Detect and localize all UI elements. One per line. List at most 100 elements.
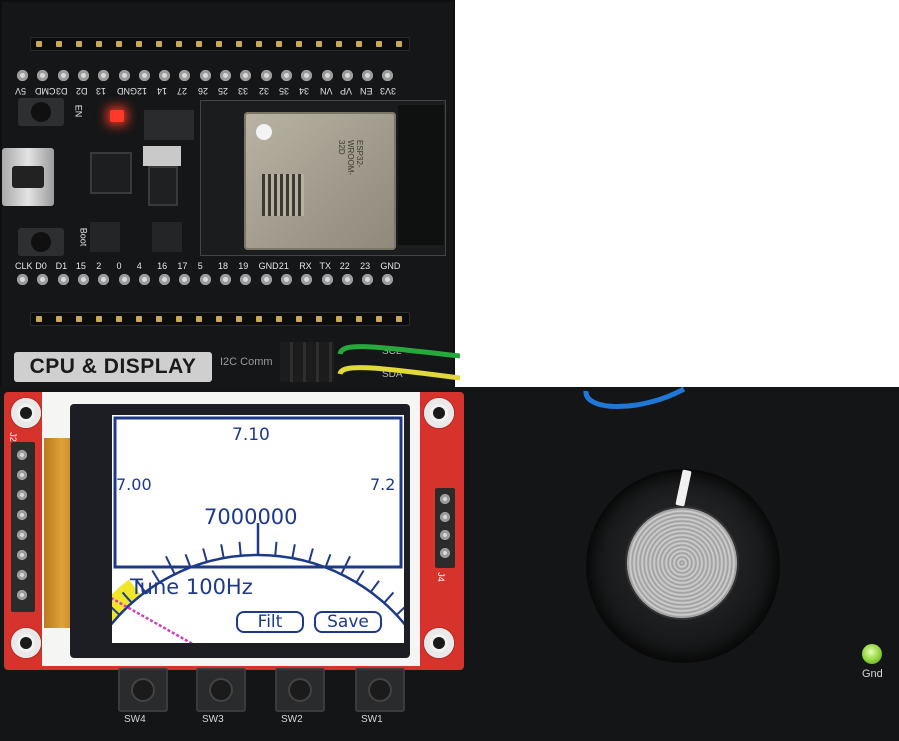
en-label: EN [73, 104, 84, 118]
bottom-pin-label: 17 [177, 261, 188, 271]
frequency-readout: 7000000 [204, 505, 298, 529]
regulator-tab [143, 146, 181, 166]
top-pin-label: VN [319, 86, 333, 96]
header-pin [76, 316, 82, 322]
scale-right-value: 7.2 [370, 475, 396, 494]
meter-tick [291, 544, 296, 559]
tft-left-pin [17, 490, 27, 500]
sw2-label: SW2 [281, 714, 303, 725]
meter-tick [112, 606, 121, 616]
top-pin-label: VP [339, 86, 352, 96]
top-pad [382, 70, 394, 81]
header-pin [396, 41, 402, 47]
bottom-pin-label: 23 [360, 261, 371, 271]
usb-uart-chip [90, 152, 132, 194]
bottom-pad [362, 274, 374, 285]
header-pin [156, 41, 162, 47]
top-pin-label: 33 [238, 86, 249, 96]
mount-hole-tr [424, 398, 454, 428]
top-pad [220, 70, 231, 81]
meter-tick [383, 591, 395, 604]
top-pin-label: 12 [136, 86, 147, 96]
meter-frame [113, 416, 403, 569]
switch-cap [368, 678, 392, 702]
bottom-pin-label: RX [299, 261, 312, 271]
bottom-pin-label: 4 [136, 261, 142, 271]
tft-right-pin [440, 548, 450, 558]
boot-button[interactable] [18, 228, 64, 256]
bottom-pad [57, 274, 69, 285]
header-pin [176, 316, 182, 322]
top-pad [240, 70, 252, 81]
header-pin [236, 316, 242, 322]
en-button[interactable] [18, 98, 64, 126]
meter-arc [112, 553, 404, 626]
switch-sw2[interactable] [275, 668, 325, 712]
meter-tick [308, 548, 314, 563]
left-pin-header [11, 442, 35, 612]
top-pad [17, 70, 28, 81]
top-pad [118, 70, 130, 81]
top-pin-label: 32 [258, 86, 269, 96]
mount-hole-tl [11, 398, 41, 428]
header-pin [216, 316, 222, 322]
header-pin [376, 316, 382, 322]
top-pad [57, 70, 69, 81]
bottom-pin-label: 21 [278, 261, 289, 271]
boot-label: Boot [78, 227, 89, 247]
bottom-pad [199, 274, 211, 285]
top-pin-label: 13 [96, 86, 107, 96]
bottom-pin-label: 0 [116, 261, 122, 271]
sda-label: SDA [382, 369, 403, 380]
bottom-pin-label: GND [380, 261, 401, 271]
meter-tick [165, 555, 176, 575]
save-button[interactable]: Save [314, 611, 382, 633]
top-pin-label: D2 [75, 86, 88, 96]
tft-right-pin [440, 494, 450, 504]
right-pin-header [435, 488, 455, 568]
scale-top-value: 7.10 [232, 425, 270, 445]
gnd-label: Gnd [862, 668, 883, 680]
tft-left-pin [17, 450, 27, 460]
switch-sw4[interactable] [118, 668, 168, 712]
tft-screen: 7.10 7.00 7.2 7000000 Tune 100Hz Filt Sa… [112, 415, 404, 643]
meter-tick [369, 580, 380, 593]
top-pad [77, 70, 89, 81]
top-pad [260, 70, 272, 81]
header-pin [216, 41, 222, 47]
blue-wire [583, 387, 686, 409]
bottom-pin-label: GND [258, 261, 279, 271]
usb-port [12, 166, 44, 188]
bottom-pad [321, 274, 333, 285]
header-pin [276, 41, 282, 47]
top-pad [37, 70, 49, 81]
header-pin [196, 316, 202, 322]
header-pin [116, 316, 122, 322]
knob-face [627, 508, 737, 618]
switch-sw3[interactable] [196, 668, 246, 712]
bottom-pin-label: CLK [15, 261, 33, 271]
qr-code [262, 174, 304, 216]
tft-left-pin [17, 530, 27, 540]
header-pin [136, 41, 142, 47]
bottom-pad [341, 274, 353, 285]
meter-tick [202, 548, 208, 563]
filt-button[interactable]: Filt [236, 611, 304, 633]
module-antenna [398, 105, 444, 245]
top-pin-label: GND [116, 86, 137, 96]
top-pin-label: 14 [157, 86, 168, 96]
meter-highlight [112, 579, 142, 624]
bottom-pad [260, 274, 272, 285]
header-pin [356, 41, 362, 47]
header-pin [296, 41, 302, 47]
top-pin-label: 25 [218, 86, 229, 96]
switch-sw1[interactable] [355, 668, 405, 712]
bottom-pin-label: 19 [238, 261, 249, 271]
bottom-pad [118, 274, 130, 285]
i2c-connector [280, 342, 334, 382]
header-pin [196, 41, 202, 47]
right-connector-label: J4 [435, 572, 446, 582]
smd-components [144, 110, 194, 140]
sw4-label: SW4 [124, 714, 146, 725]
header-pin [256, 316, 262, 322]
